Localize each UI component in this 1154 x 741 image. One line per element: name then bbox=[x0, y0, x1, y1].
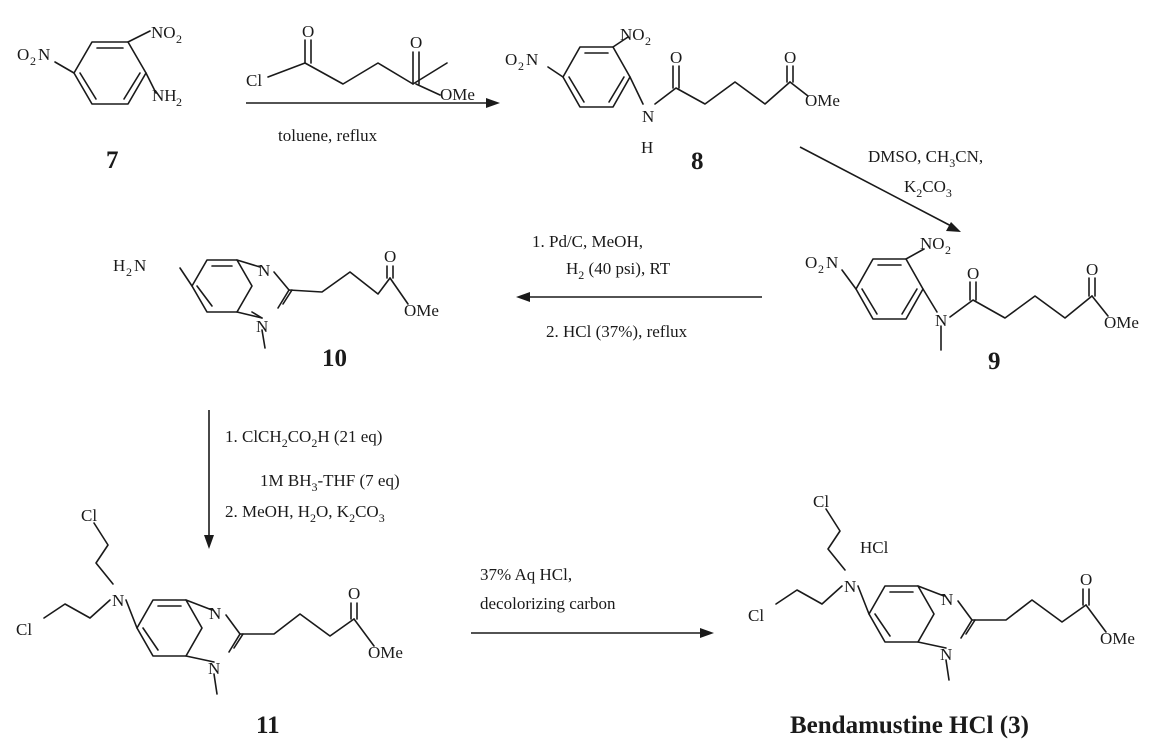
svg-text:DMSO, CH3CN,: DMSO, CH3CN, bbox=[868, 147, 983, 170]
atom-o2n-o: O bbox=[805, 253, 817, 272]
atom-o2n-o: O bbox=[505, 50, 517, 69]
atom-h: H bbox=[641, 138, 653, 157]
atom-no: NO bbox=[151, 23, 176, 42]
atom-n: N bbox=[940, 645, 952, 664]
atom-cl: Cl bbox=[246, 71, 262, 90]
atom-subscript: 2 bbox=[176, 95, 182, 109]
compound-number-8: 8 bbox=[691, 148, 704, 175]
atom-cl: Cl bbox=[81, 506, 97, 525]
atom-cl: Cl bbox=[16, 620, 32, 639]
atom-h2n-h: H bbox=[113, 256, 125, 275]
atom-ome: OMe bbox=[404, 301, 439, 320]
svg-text:1M BH3-THF (7 eq): 1M BH3-THF (7 eq) bbox=[260, 471, 400, 494]
svg-text:2. HCl (37%), reflux: 2. HCl (37%), reflux bbox=[546, 322, 688, 341]
arrow-step3 bbox=[516, 292, 762, 302]
atom-o: O bbox=[1086, 260, 1098, 279]
compound-11-structure: N Cl Cl N N O OMe bbox=[16, 506, 403, 695]
compound-number-10: 10 bbox=[322, 345, 347, 372]
atom-o2n-o: O bbox=[17, 45, 29, 64]
atom-nh: NH bbox=[152, 86, 177, 105]
atom-n: N bbox=[258, 261, 270, 280]
svg-text:2. MeOH, H2O, K2CO3: 2. MeOH, H2O, K2CO3 bbox=[225, 502, 385, 525]
arrow-step2 bbox=[799, 146, 961, 232]
atom-o2n-n: N bbox=[826, 253, 838, 272]
atom-ome: OMe bbox=[368, 643, 403, 662]
atom-subscript: 2 bbox=[126, 265, 132, 279]
hcl-salt-label: HCl bbox=[860, 538, 889, 557]
condition-step4: 1. ClCH2CO2H (21 eq) 1M BH3-THF (7 eq) 2… bbox=[225, 427, 400, 525]
svg-text:37% Aq HCl,: 37% Aq HCl, bbox=[480, 565, 572, 584]
atom-o: O bbox=[784, 48, 796, 67]
condition-step5: 37% Aq HCl, decolorizing carbon bbox=[480, 565, 616, 613]
compound-number-7: 7 bbox=[106, 147, 119, 174]
atom-ome: OMe bbox=[805, 91, 840, 110]
atom-ome: OMe bbox=[1104, 313, 1139, 332]
atom-ome: OMe bbox=[440, 85, 475, 104]
arrow-step4 bbox=[204, 410, 214, 549]
arrow-step1 bbox=[246, 98, 500, 108]
atom-n: N bbox=[112, 591, 124, 610]
atom-subscript: 2 bbox=[176, 32, 182, 46]
atom-no: NO bbox=[920, 234, 945, 253]
atom-n: N bbox=[256, 317, 268, 336]
atom-h2n-n: N bbox=[134, 256, 146, 275]
compound-number-9: 9 bbox=[988, 348, 1001, 375]
atom-o2n-n: N bbox=[526, 50, 538, 69]
atom-o: O bbox=[302, 22, 314, 41]
condition-step1: toluene, reflux bbox=[278, 126, 378, 145]
atom-subscript: 2 bbox=[645, 34, 651, 48]
compound-number-3: Bendamustine HCl (3) bbox=[790, 712, 1029, 739]
atom-n: N bbox=[642, 107, 654, 126]
condition-step2: DMSO, CH3CN, K2CO3 bbox=[868, 147, 983, 200]
atom-cl: Cl bbox=[748, 606, 764, 625]
compound-8-structure: O 2 N NO 2 N H O O OMe bbox=[505, 25, 840, 157]
svg-text:1. ClCH2CO2H (21 eq): 1. ClCH2CO2H (21 eq) bbox=[225, 427, 382, 450]
compound-3-structure: N Cl Cl N N O OMe HCl bbox=[748, 492, 1135, 681]
atom-cl: Cl bbox=[813, 492, 829, 511]
atom-n: N bbox=[208, 659, 220, 678]
compound-7-structure: O 2 N NO 2 NH 2 bbox=[17, 23, 182, 109]
compound-9-structure: O 2 N NO 2 N O O OMe bbox=[805, 234, 1139, 351]
atom-n: N bbox=[209, 604, 221, 623]
reagent-acid-chloride-structure: O O Cl OMe bbox=[246, 22, 475, 104]
atom-subscript: 2 bbox=[945, 243, 951, 257]
svg-text:K2CO3: K2CO3 bbox=[904, 177, 952, 200]
atom-n: N bbox=[935, 311, 947, 330]
arrow-step5 bbox=[471, 628, 714, 638]
svg-text:decolorizing carbon: decolorizing carbon bbox=[480, 594, 616, 613]
atom-ome: OMe bbox=[1100, 629, 1135, 648]
atom-subscript: 2 bbox=[818, 262, 824, 276]
atom-n: N bbox=[844, 577, 856, 596]
compound-10-structure: H 2 N N N O OMe bbox=[113, 247, 439, 349]
compound-number-11: 11 bbox=[256, 712, 280, 739]
atom-no: NO bbox=[620, 25, 645, 44]
atom-n: N bbox=[941, 590, 953, 609]
atom-o: O bbox=[967, 264, 979, 283]
atom-subscript: 2 bbox=[30, 54, 36, 68]
condition-step3: 1. Pd/C, MeOH, H2 (40 psi), RT 2. HCl (3… bbox=[532, 232, 688, 341]
atom-o: O bbox=[348, 584, 360, 603]
atom-o: O bbox=[410, 33, 422, 52]
svg-text:H2 (40 psi), RT: H2 (40 psi), RT bbox=[566, 259, 671, 282]
atom-o2n-n: N bbox=[38, 45, 50, 64]
atom-o: O bbox=[384, 247, 396, 266]
atom-o: O bbox=[670, 48, 682, 67]
atom-o: O bbox=[1080, 570, 1092, 589]
svg-text:1. Pd/C, MeOH,: 1. Pd/C, MeOH, bbox=[532, 232, 643, 251]
atom-subscript: 2 bbox=[518, 59, 524, 73]
